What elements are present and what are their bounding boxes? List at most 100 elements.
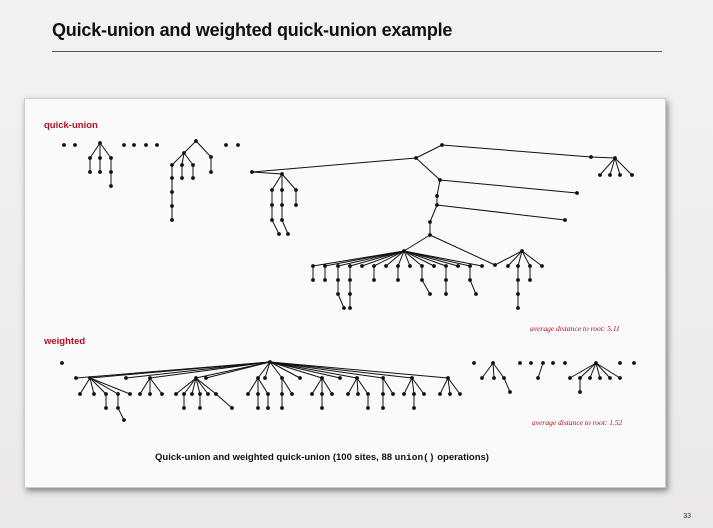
- caption-text-end: operations): [434, 452, 489, 463]
- tree-node: [104, 406, 108, 410]
- quick-union-average-distance: average distance to root: 5.11: [530, 324, 620, 333]
- tree-node: [381, 406, 385, 410]
- tree-node: [348, 306, 352, 310]
- tree-node: [60, 361, 64, 365]
- tree-node: [182, 406, 186, 410]
- tree-edge: [569, 362, 597, 379]
- tree-edge: [373, 250, 405, 267]
- tree-node: [438, 392, 442, 396]
- tree-node: [432, 264, 436, 268]
- tree-edge: [183, 152, 194, 166]
- tree-node: [280, 406, 284, 410]
- tree-edge: [492, 362, 505, 379]
- tree-edge: [609, 157, 616, 176]
- tree-node: [372, 278, 376, 282]
- tree-node: [311, 278, 315, 282]
- weighted-average-distance: average distance to root: 1.52: [532, 418, 623, 427]
- tree-edge: [269, 361, 413, 379]
- tree-node: [298, 376, 302, 380]
- tree-node: [408, 264, 412, 268]
- tree-edge: [195, 377, 217, 395]
- tree-node: [422, 392, 426, 396]
- tree-node: [402, 392, 406, 396]
- tree-edge: [281, 173, 297, 191]
- weighted-label: weighted: [44, 336, 86, 347]
- tree-edge: [356, 377, 369, 395]
- tree-edge: [481, 362, 494, 379]
- tree-edge: [403, 250, 423, 267]
- tree-edge: [264, 361, 271, 379]
- tree-edge: [269, 361, 283, 379]
- tree-node: [286, 232, 290, 236]
- tree-node: [180, 176, 184, 180]
- tree-node: [342, 306, 346, 310]
- tree-node: [277, 232, 281, 236]
- tree-edge: [183, 377, 197, 395]
- tree-edge: [195, 140, 212, 158]
- tree-edge: [403, 250, 435, 267]
- tree-edge: [595, 362, 611, 379]
- tree-edge: [251, 157, 417, 173]
- tree-node: [536, 376, 540, 380]
- tree-edge: [403, 250, 483, 267]
- tree-node: [338, 376, 342, 380]
- tree-edge: [195, 377, 209, 395]
- tree-node: [508, 390, 512, 394]
- tree-edge: [439, 179, 578, 194]
- tree-node: [310, 392, 314, 396]
- tree-node: [618, 173, 622, 177]
- tree-edge: [590, 156, 616, 159]
- tree-edge: [149, 377, 163, 395]
- tree-node: [78, 392, 82, 396]
- tree-edge: [614, 157, 621, 176]
- tree-node: [155, 143, 159, 147]
- tree-edge: [429, 204, 438, 223]
- tree-node: [230, 406, 234, 410]
- tree-node: [516, 306, 520, 310]
- union-find-forest-diagram: [60, 139, 636, 422]
- tree-edge: [175, 377, 197, 395]
- tree-node: [529, 361, 533, 365]
- tree-edge: [447, 377, 451, 395]
- tree-edge: [403, 377, 413, 395]
- tree-edge: [337, 250, 405, 267]
- tree-node: [608, 376, 612, 380]
- tree-node: [458, 392, 462, 396]
- tree-node: [428, 292, 432, 296]
- title-divider: [52, 51, 662, 52]
- tree-edge: [271, 219, 280, 235]
- tree-node: [346, 392, 350, 396]
- tree-node: [540, 264, 544, 268]
- quick-union-label: quick-union: [44, 120, 98, 131]
- tree-edge: [599, 157, 616, 176]
- tree-edge: [191, 377, 197, 395]
- tree-edge: [429, 234, 496, 266]
- tree-node: [122, 418, 126, 422]
- tree-node: [518, 361, 522, 365]
- tree-node: [294, 203, 298, 207]
- figure-caption: Quick-union and weighted quick-union (10…: [155, 452, 489, 463]
- tree-node: [618, 376, 622, 380]
- tree-edge: [269, 361, 384, 379]
- tree-node: [246, 392, 250, 396]
- tree-node: [323, 278, 327, 282]
- tree-edge: [403, 234, 431, 252]
- tree-edge: [517, 250, 523, 267]
- tree-edge: [215, 393, 233, 409]
- tree-edge: [89, 377, 131, 395]
- tree-edge: [347, 377, 358, 395]
- tree-node: [224, 143, 228, 147]
- tree-edge: [521, 250, 531, 267]
- tree-node: [563, 218, 567, 222]
- tree-node: [551, 361, 555, 365]
- tree-edge: [349, 250, 405, 267]
- tree-node: [256, 406, 260, 410]
- tree-node: [492, 376, 496, 380]
- tree-node: [366, 406, 370, 410]
- tree-edge: [195, 377, 201, 395]
- tree-edge: [415, 157, 441, 181]
- tree-edge: [281, 377, 293, 395]
- tree-node: [138, 392, 142, 396]
- tree-edge: [139, 377, 151, 395]
